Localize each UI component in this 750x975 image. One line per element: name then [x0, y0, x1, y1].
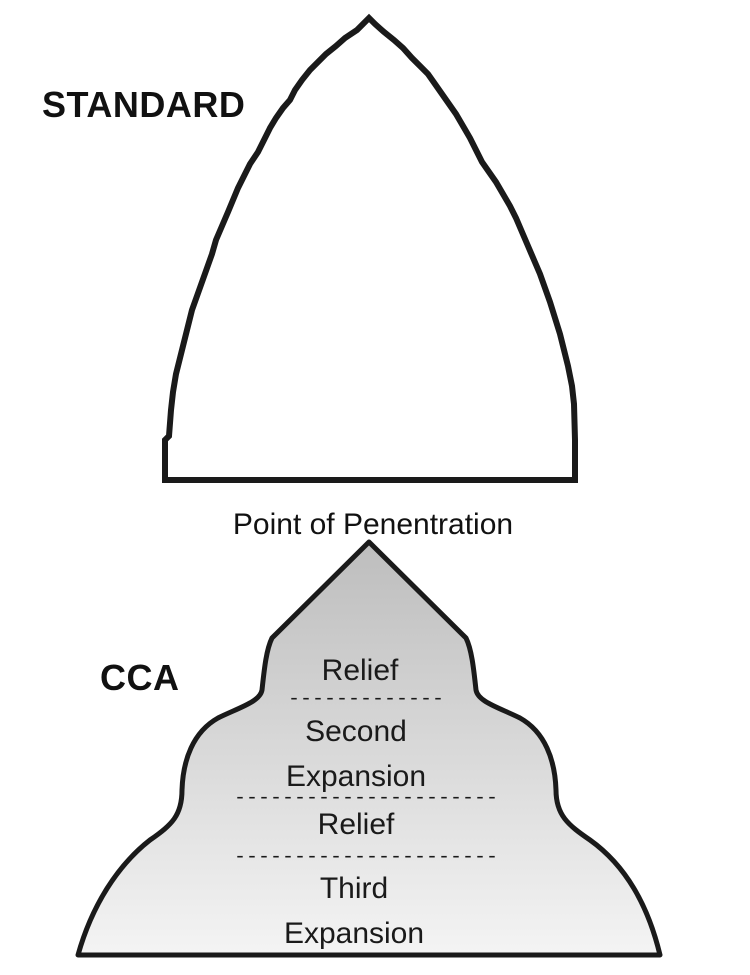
region-second-expansion-label: Second Expansion [286, 709, 426, 799]
region-third-expansion-line2: Expansion [283, 917, 425, 950]
standard-heading: STANDARD [42, 84, 246, 125]
region-third-expansion-label: Third Expansion [284, 866, 424, 956]
region-second-expansion-line2: Expansion [285, 760, 427, 793]
cca-tip-shape [75, 539, 663, 958]
standard-tip-outline [162, 13, 578, 483]
divider-1: ------------- [287, 688, 445, 711]
divider-3: ---------------------- [233, 846, 499, 869]
divider-2: ---------------------- [233, 787, 499, 810]
region-relief-1-line1: Relief [321, 654, 399, 687]
region-third-expansion-line1: Third [319, 872, 389, 905]
cca-heading: CCA [100, 657, 180, 698]
region-relief-1-label: Relief [322, 648, 399, 693]
region-relief-2-label: Relief [318, 802, 395, 847]
region-second-expansion-line1: Second [305, 715, 407, 748]
region-relief-2-line1: Relief [317, 808, 395, 841]
point-of-penetration-label: Point of Penentration [232, 508, 514, 541]
